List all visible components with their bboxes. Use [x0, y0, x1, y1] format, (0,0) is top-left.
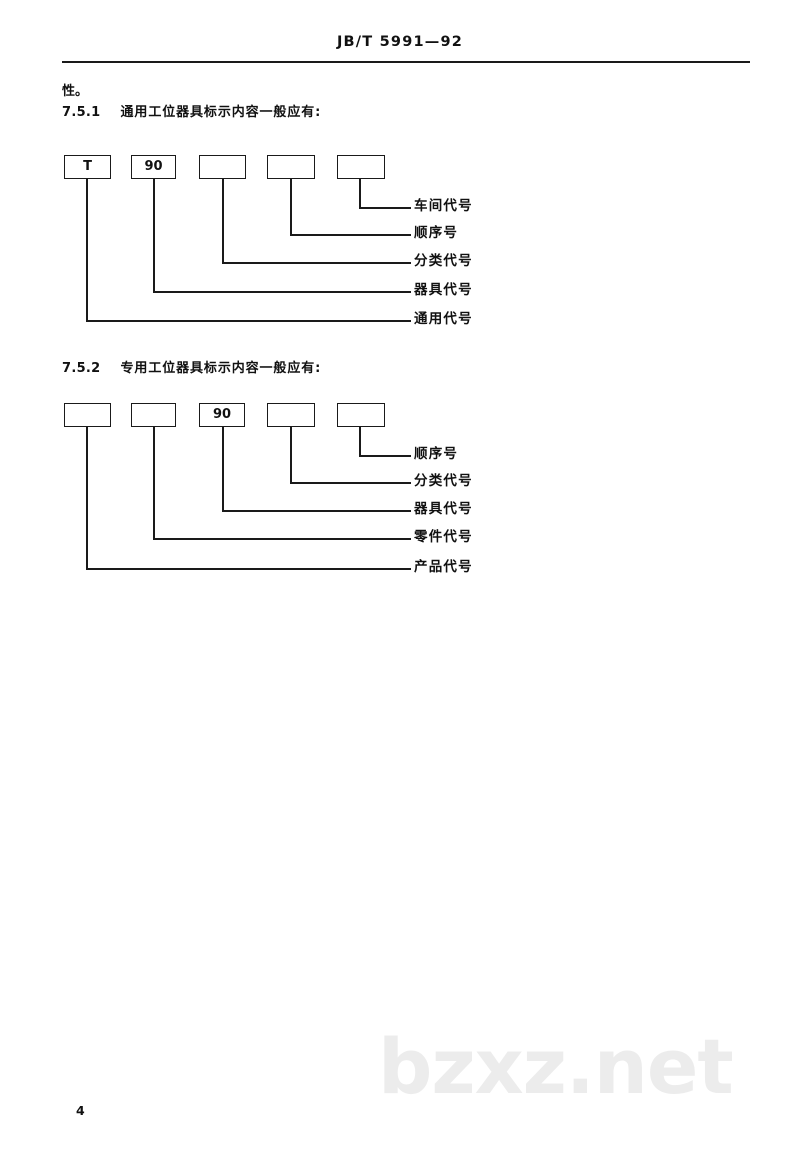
leader-vline-5 [359, 179, 361, 209]
leader-hline-5 [359, 455, 411, 457]
leader-vline-1 [86, 427, 88, 570]
section-title-751: 通用工位器具标示内容一般应有: [120, 105, 322, 120]
leader-label-2: 顺序号 [414, 225, 459, 241]
leader-vline-5 [359, 427, 361, 457]
code-box-1 [64, 403, 111, 427]
leader-label-5: 产品代号 [414, 559, 473, 575]
section-number-752: 7.5.2 [62, 361, 101, 376]
code-box-3 [199, 155, 246, 179]
code-box-1: T [64, 155, 111, 179]
leader-vline-3 [222, 427, 224, 512]
leader-label-1: 顺序号 [414, 446, 459, 462]
page-number: 4 [76, 1103, 85, 1118]
leader-label-1: 车间代号 [414, 198, 473, 214]
leader-hline-3 [222, 510, 411, 512]
leader-hline-3 [222, 262, 411, 264]
leader-hline-4 [290, 234, 411, 236]
leader-vline-2 [153, 179, 155, 293]
continued-text: 性。 [62, 84, 89, 99]
leader-vline-4 [290, 427, 292, 484]
leader-hline-2 [153, 291, 411, 293]
header-rule [62, 61, 750, 63]
leader-hline-1 [86, 568, 411, 570]
leader-vline-3 [222, 179, 224, 264]
code-box-5 [337, 155, 385, 179]
leader-label-4: 零件代号 [414, 529, 473, 545]
leader-hline-2 [153, 538, 411, 540]
leader-label-3: 分类代号 [414, 253, 473, 269]
leader-hline-5 [359, 207, 411, 209]
code-box-2 [131, 403, 176, 427]
site-watermark: bzxz.net [378, 1022, 734, 1111]
section-heading-751: 7.5.1 通用工位器具标示内容一般应有: [62, 101, 321, 120]
code-box-4 [267, 403, 315, 427]
leader-hline-4 [290, 482, 411, 484]
leader-vline-4 [290, 179, 292, 236]
code-box-3: 90 [199, 403, 245, 427]
leader-label-3: 器具代号 [414, 501, 473, 517]
leader-label-2: 分类代号 [414, 473, 473, 489]
section-title-752: 专用工位器具标示内容一般应有: [120, 361, 322, 376]
leader-hline-1 [86, 320, 411, 322]
leader-vline-2 [153, 427, 155, 540]
section-number-751: 7.5.1 [62, 105, 101, 120]
section-heading-752: 7.5.2 专用工位器具标示内容一般应有: [62, 357, 321, 376]
leader-label-4: 器具代号 [414, 282, 473, 298]
leader-vline-1 [86, 179, 88, 322]
leader-label-5: 通用代号 [414, 311, 473, 327]
page-header: JB/T 5991—92 [336, 34, 464, 50]
code-box-2: 90 [131, 155, 176, 179]
code-box-4 [267, 155, 315, 179]
code-box-5 [337, 403, 385, 427]
